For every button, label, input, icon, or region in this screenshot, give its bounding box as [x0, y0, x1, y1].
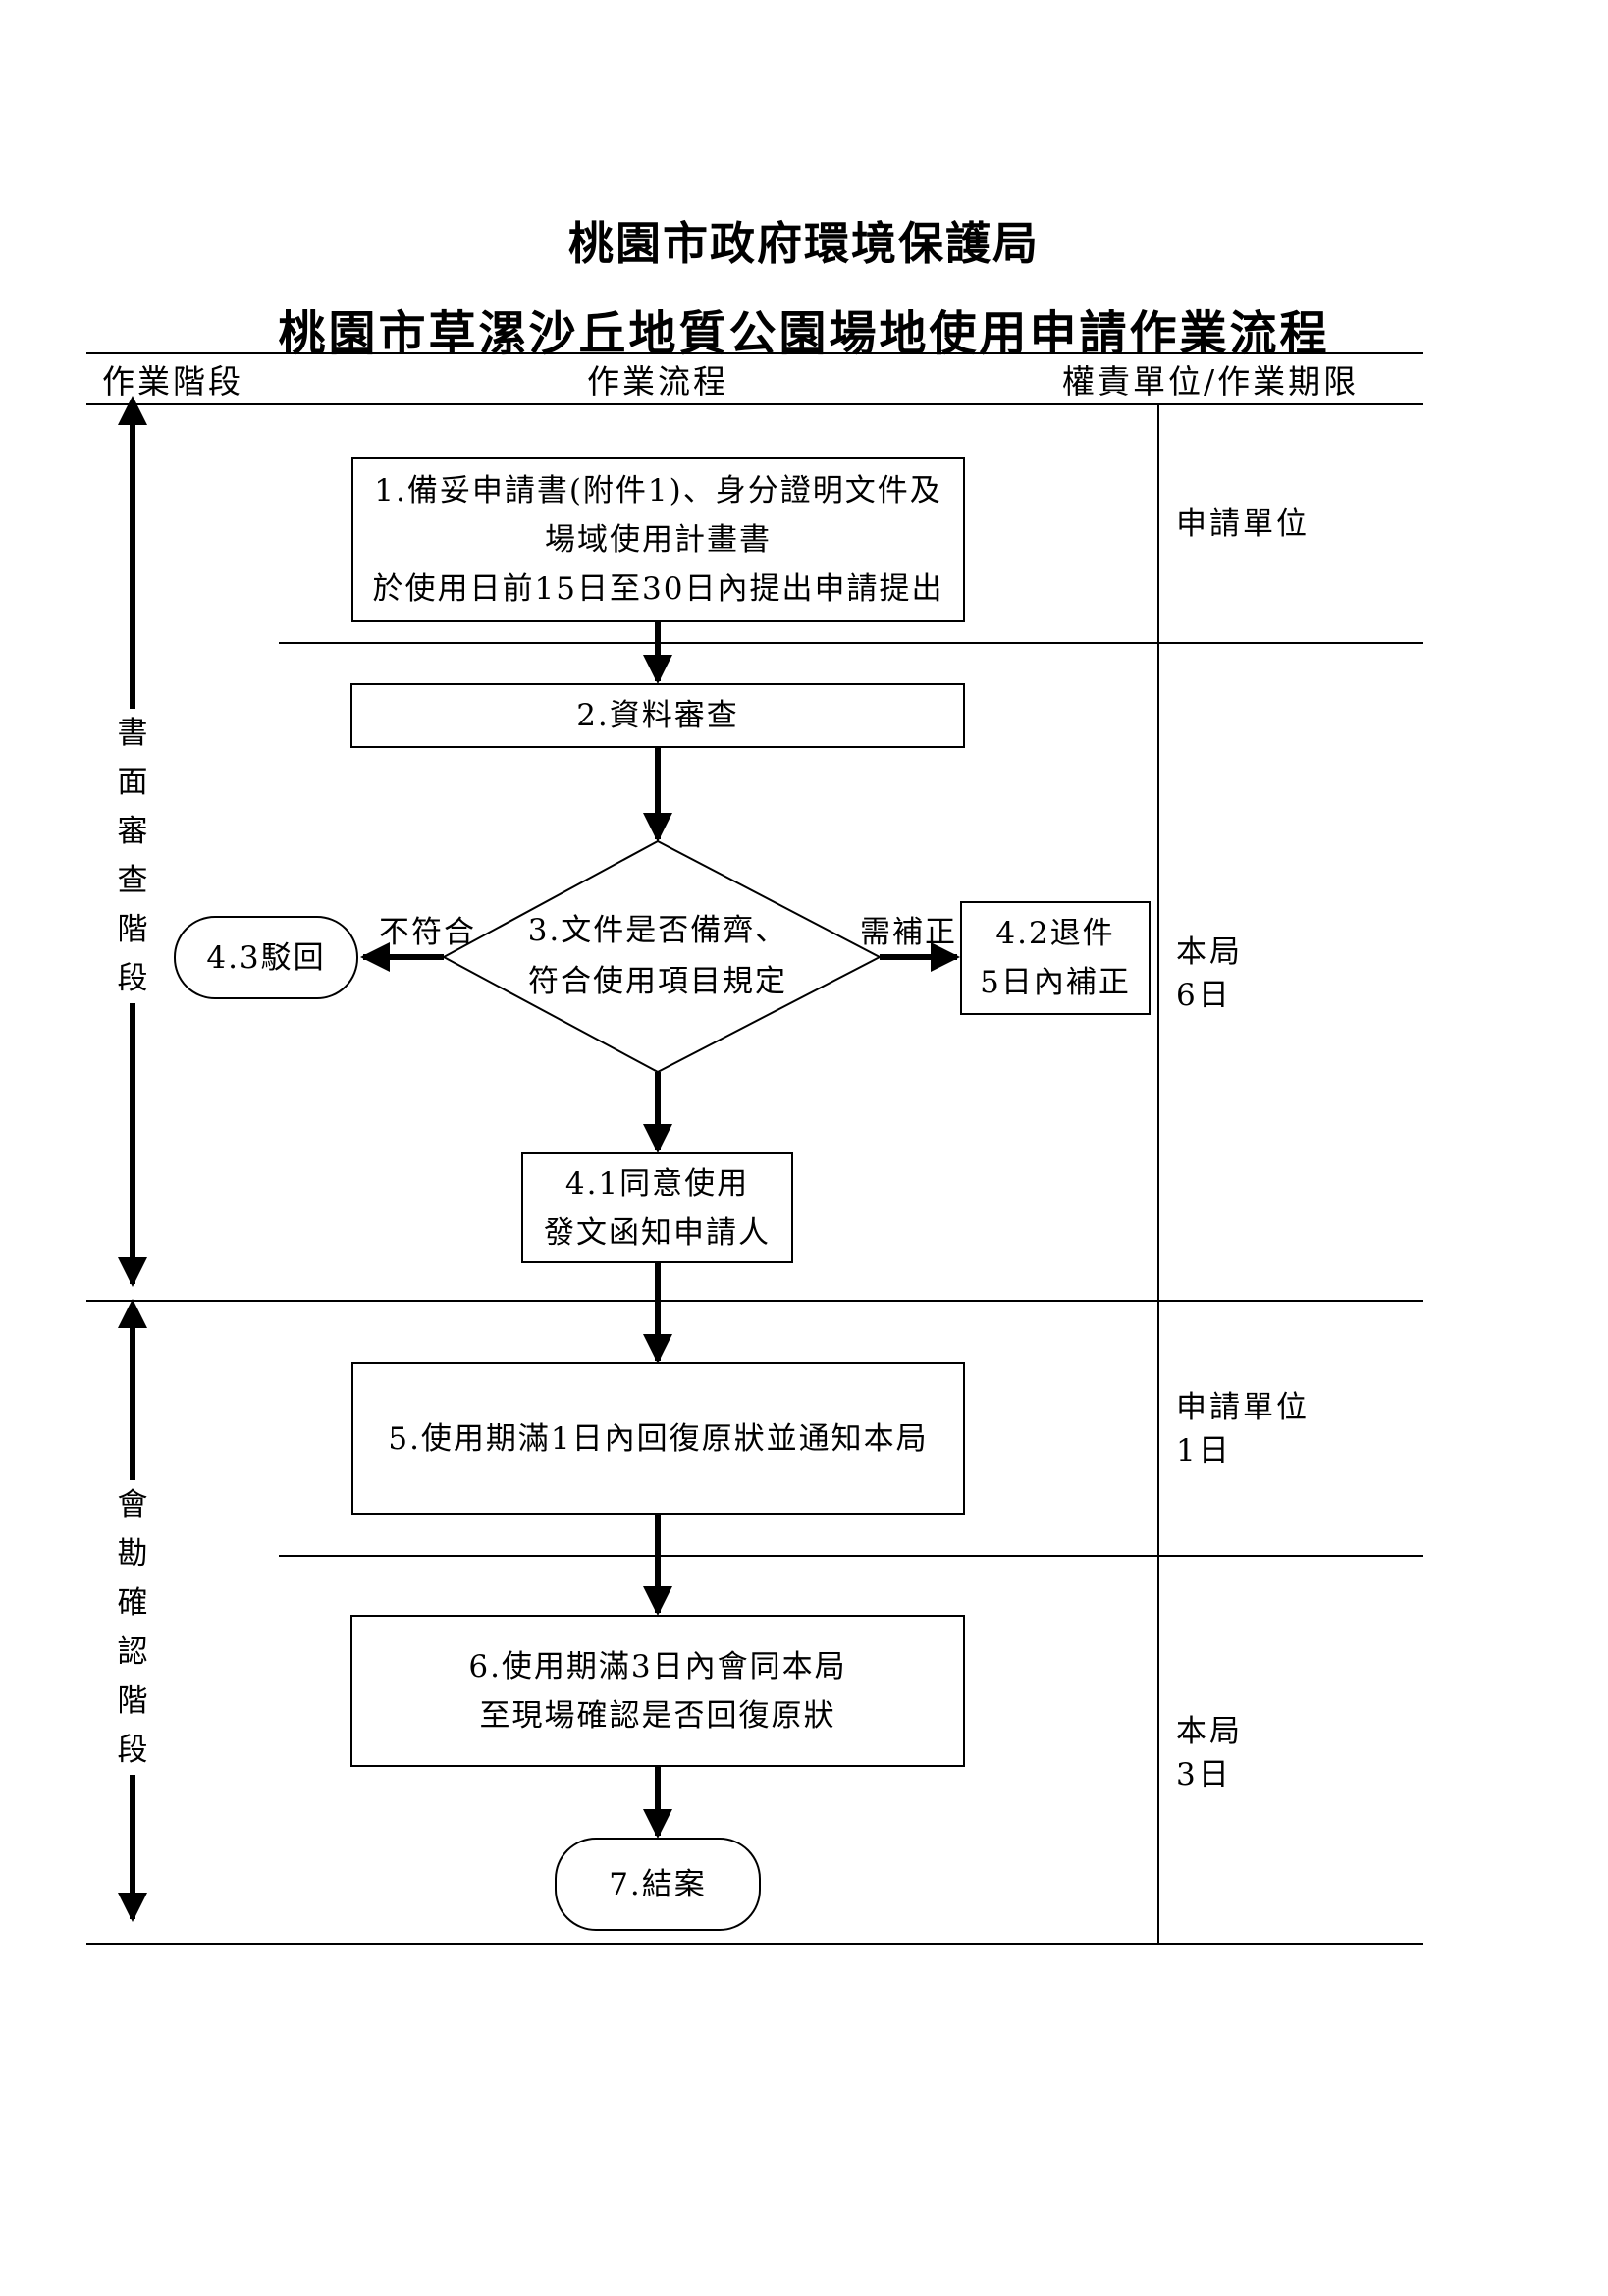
- org-title: 桃園市政府環境保護局: [568, 217, 1040, 270]
- branch-label-amend: 需補正: [860, 915, 957, 950]
- page-title: 桃園市草漯沙丘地質公園場地使用申請作業流程: [278, 306, 1330, 361]
- step-6-box: 6.使用期滿3日內會同本局至現場確認是否回復原狀: [350, 1615, 965, 1767]
- step-3-decision-text: 3.文件是否備齊、符合使用項目規定: [527, 913, 788, 999]
- step-2-box: 2.資料審查: [350, 683, 965, 748]
- responsibility-1: 申請單位: [1176, 507, 1310, 542]
- step-7-box: 7.結案: [555, 1838, 761, 1931]
- phase-label-site-inspection: 會勘確 認階段: [115, 1480, 150, 1775]
- column-header-stage: 作業階段: [102, 362, 243, 400]
- phase-label-document-review: 書面審 查階段: [115, 709, 150, 1003]
- decision-diamond: [441, 839, 883, 1074]
- step-4-1-box: 4.1同意使用發文函知申請人: [521, 1152, 793, 1263]
- column-header-responsibility: 權責單位/作業期限: [1062, 362, 1360, 400]
- step-4-3-box: 4.3駁回: [174, 916, 358, 999]
- step-5-box: 5.使用期滿1日內回復原狀並通知本局: [351, 1362, 965, 1515]
- branch-label-reject: 不符合: [379, 915, 476, 950]
- column-header-process: 作業流程: [587, 362, 728, 400]
- step-1-box: 1.備妥申請書(附件1)、身分證明文件及場域使用計畫書於使用日前15日至30日內…: [351, 457, 965, 622]
